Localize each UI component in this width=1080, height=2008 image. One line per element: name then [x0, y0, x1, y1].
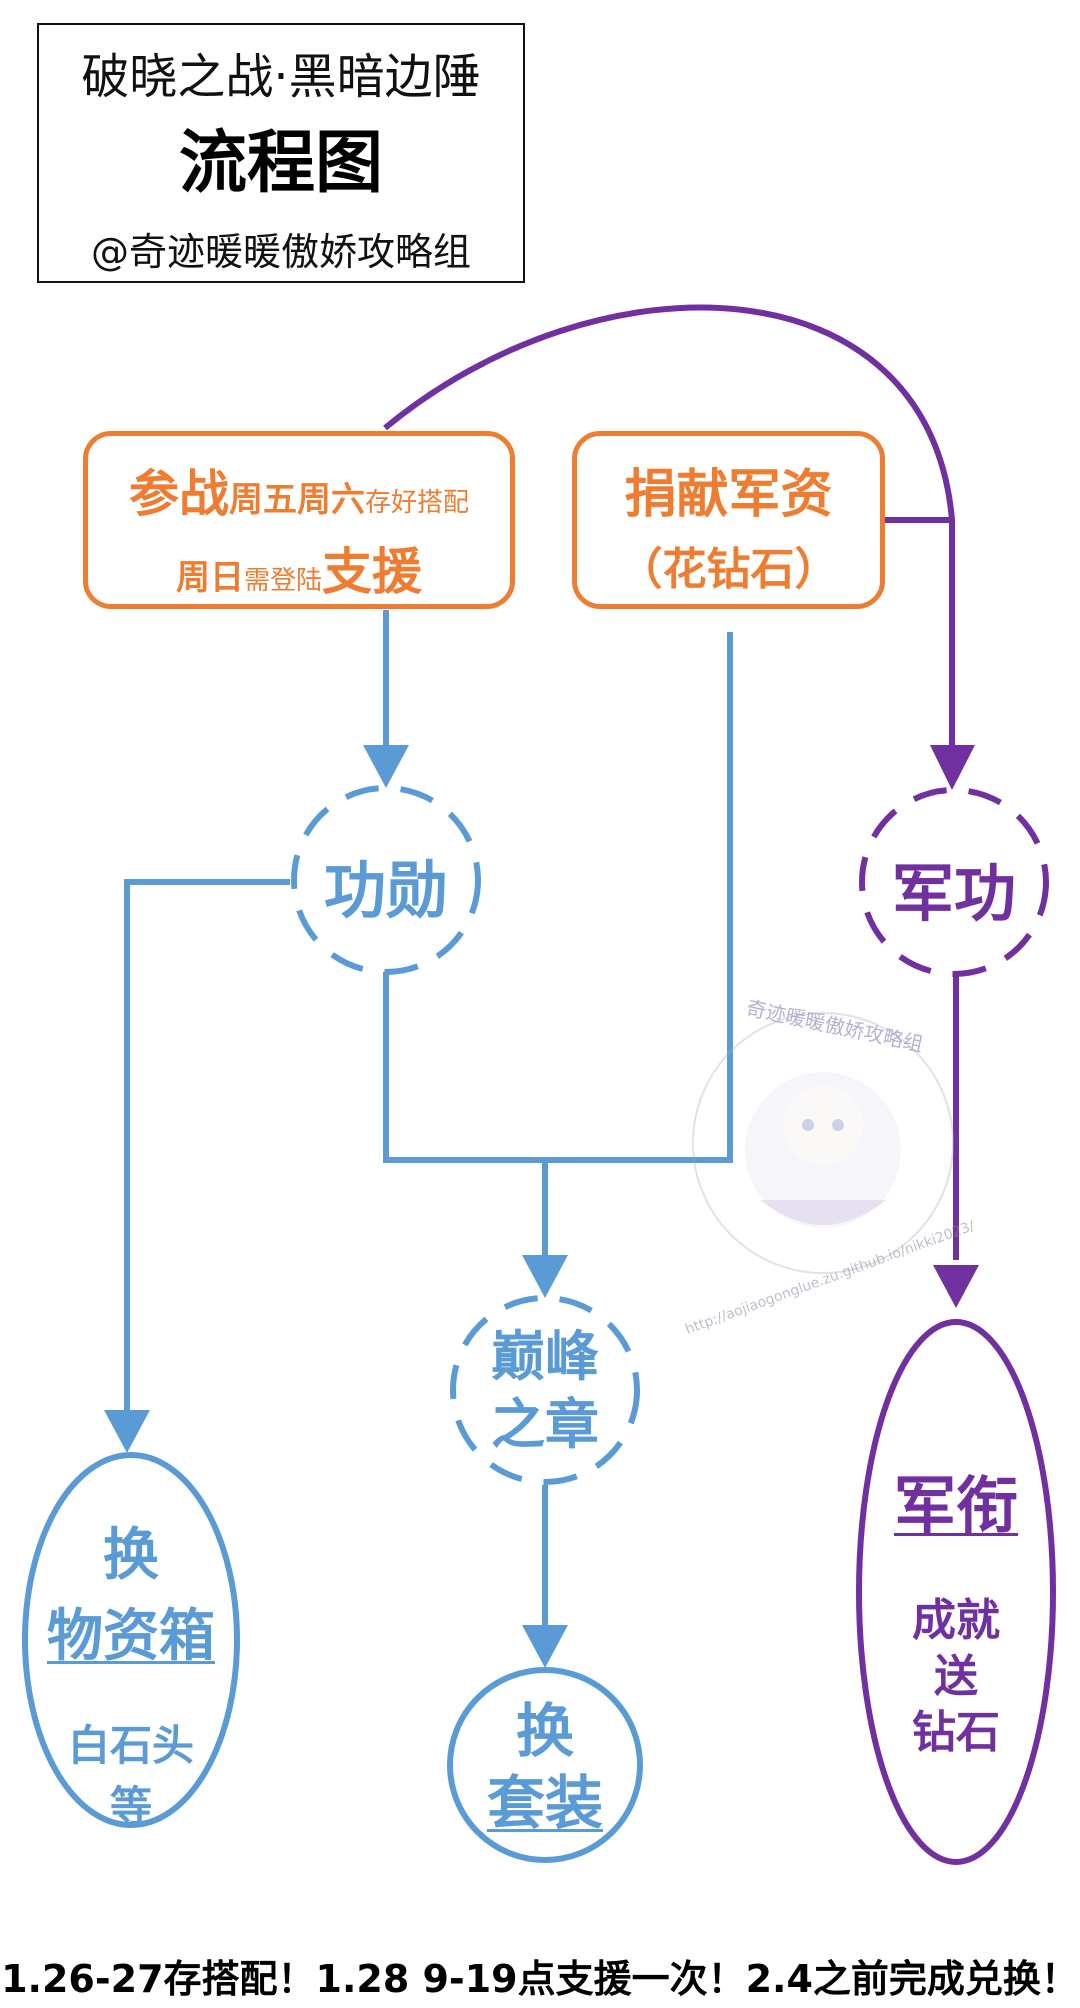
military-node-label: 军功 — [891, 857, 1016, 930]
blue-arrowhead-merit — [363, 745, 409, 788]
supplies-sub1: 白石头 — [67, 1721, 194, 1770]
footer-note: 1.26-27存搭配！1.28 9-19点支援一次！2.4之前完成兑换！ — [1, 1957, 1079, 2001]
participate-sunday: 周日 — [175, 558, 244, 598]
title-line1: 破晓之战·黑暗边陲 — [81, 49, 481, 105]
participate-days: 周五周六 — [228, 480, 365, 520]
participate-box: 参战周五周六存好搭配 周日需登陆支援 — [83, 431, 515, 609]
rank-node-label: 军衔 成就 送 钻石 — [866, 1455, 1046, 1761]
donate-box: 捐献军资 （花钻石） — [572, 431, 885, 609]
peak-node-circle — [450, 1295, 640, 1485]
blue-connector-peak — [383, 632, 733, 1163]
rank-sub3: 钻石 — [912, 1707, 1000, 1758]
suit-node-label: 换 套装 — [455, 1695, 635, 1839]
peak-node-line2: 之章 — [491, 1393, 599, 1456]
supplies-main: 物资箱 — [47, 1604, 215, 1669]
suit-exchange: 换 — [515, 1697, 574, 1765]
rank-title: 军衔 — [893, 1469, 1018, 1542]
supplies-exchange: 换 — [103, 1523, 159, 1588]
participate-support: 支援 — [322, 543, 422, 601]
title-credit: @奇迹暖暖傲娇攻略组 — [90, 230, 471, 274]
participate-login: 需登陆 — [243, 566, 322, 596]
supplies-node-ellipse — [22, 1452, 240, 1828]
rank-node-ellipse — [856, 1319, 1056, 1865]
blue-arrowhead-suit — [522, 1625, 568, 1668]
rank-sub1: 成就 — [912, 1595, 1000, 1646]
supplies-node-label: 换 物资箱 白石头 等 — [21, 1510, 241, 1834]
participate-store: 存好搭配 — [364, 488, 469, 518]
suit-main: 套装 — [486, 1769, 603, 1837]
supplies-sub2: 等 — [109, 1782, 152, 1831]
blue-connector-supplies — [124, 879, 290, 1410]
blue-arrowhead-supplies — [104, 1410, 150, 1453]
peak-node-label: 巅峰 之章 — [455, 1323, 635, 1459]
title-box: 破晓之战·黑暗边陲 流程图 @奇迹暖暖傲娇攻略组 — [37, 23, 525, 283]
blue-arrowhead-peak — [522, 1255, 568, 1298]
participate-label: 参战 — [128, 465, 229, 523]
purple-arrowhead-rank — [933, 1265, 979, 1308]
suit-node-circle — [447, 1667, 643, 1863]
purple-arc-connector — [383, 304, 955, 760]
peak-node-line1: 巅峰 — [491, 1325, 599, 1388]
purple-arrowhead-military — [930, 745, 975, 790]
title-main: 流程图 — [178, 124, 383, 203]
military-node-circle — [859, 787, 1049, 977]
donate-label: 捐献军资 — [624, 465, 833, 525]
merit-node-circle — [291, 785, 481, 975]
rank-sub2: 送 — [934, 1651, 978, 1702]
watermark-avatar-icon — [745, 1072, 901, 1228]
merit-node-label: 功勋 — [323, 854, 448, 927]
watermark-stamp — [692, 1012, 954, 1274]
donate-cost: （花钻石） — [618, 544, 839, 595]
